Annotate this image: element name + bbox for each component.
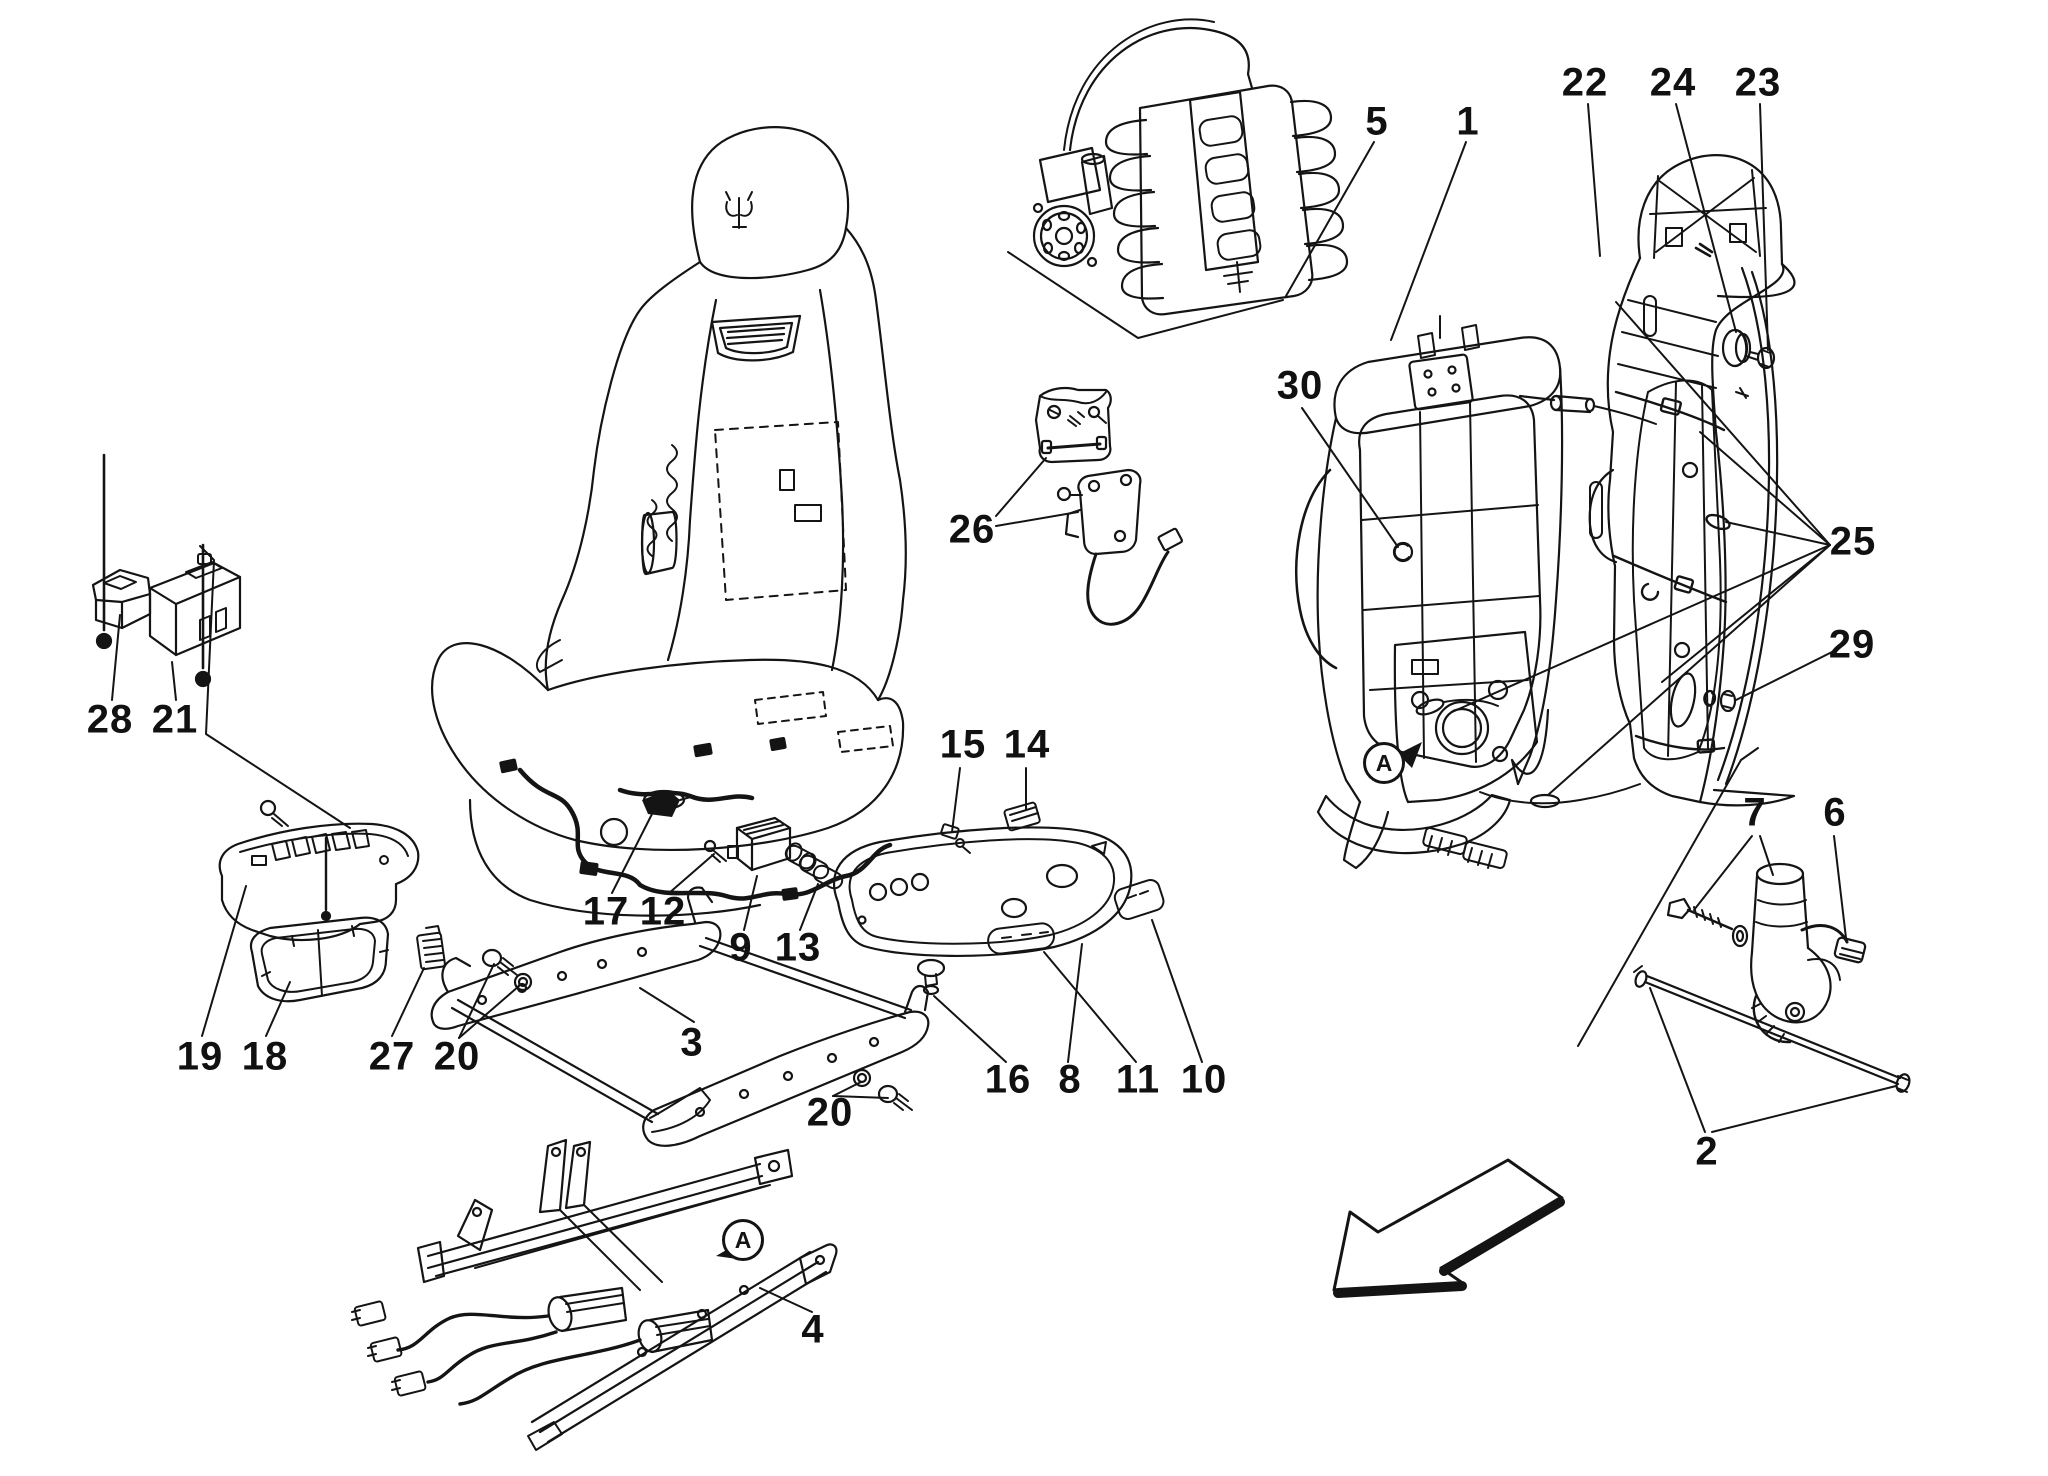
- harness-connectors: [499, 737, 799, 901]
- seat-track-assembly: [351, 1138, 838, 1451]
- torsion-rod: [1633, 965, 1911, 1093]
- backrest-frame: [1294, 315, 1657, 870]
- seat-side-trim-panels: [218, 799, 533, 1003]
- maserati-trident-icon: [725, 191, 753, 229]
- seat-cushion-frame: [430, 886, 930, 1147]
- assembly-direction-arrow: [1332, 1158, 1565, 1298]
- leader-lines: [111, 103, 1897, 1313]
- seat-switch-panel-group: [833, 826, 1165, 996]
- seat-wiring-harness: [517, 767, 893, 901]
- seat-electronics-group: [642, 790, 1041, 890]
- seat-ecu-modules: [91, 453, 242, 688]
- group-bracket-lines: [199, 251, 1759, 1047]
- hardware-kit-and-sensor-bracket: [1034, 386, 1183, 626]
- backrest-cables: [1612, 390, 1731, 754]
- view-marker-arrows: [716, 742, 1422, 1260]
- recliner-motor-group: [1666, 862, 1867, 1044]
- complete-seat-illustration: [431, 126, 907, 917]
- backrest-heater-mat-and-motor: [1032, 18, 1349, 316]
- backrest-shell: [1588, 154, 1796, 807]
